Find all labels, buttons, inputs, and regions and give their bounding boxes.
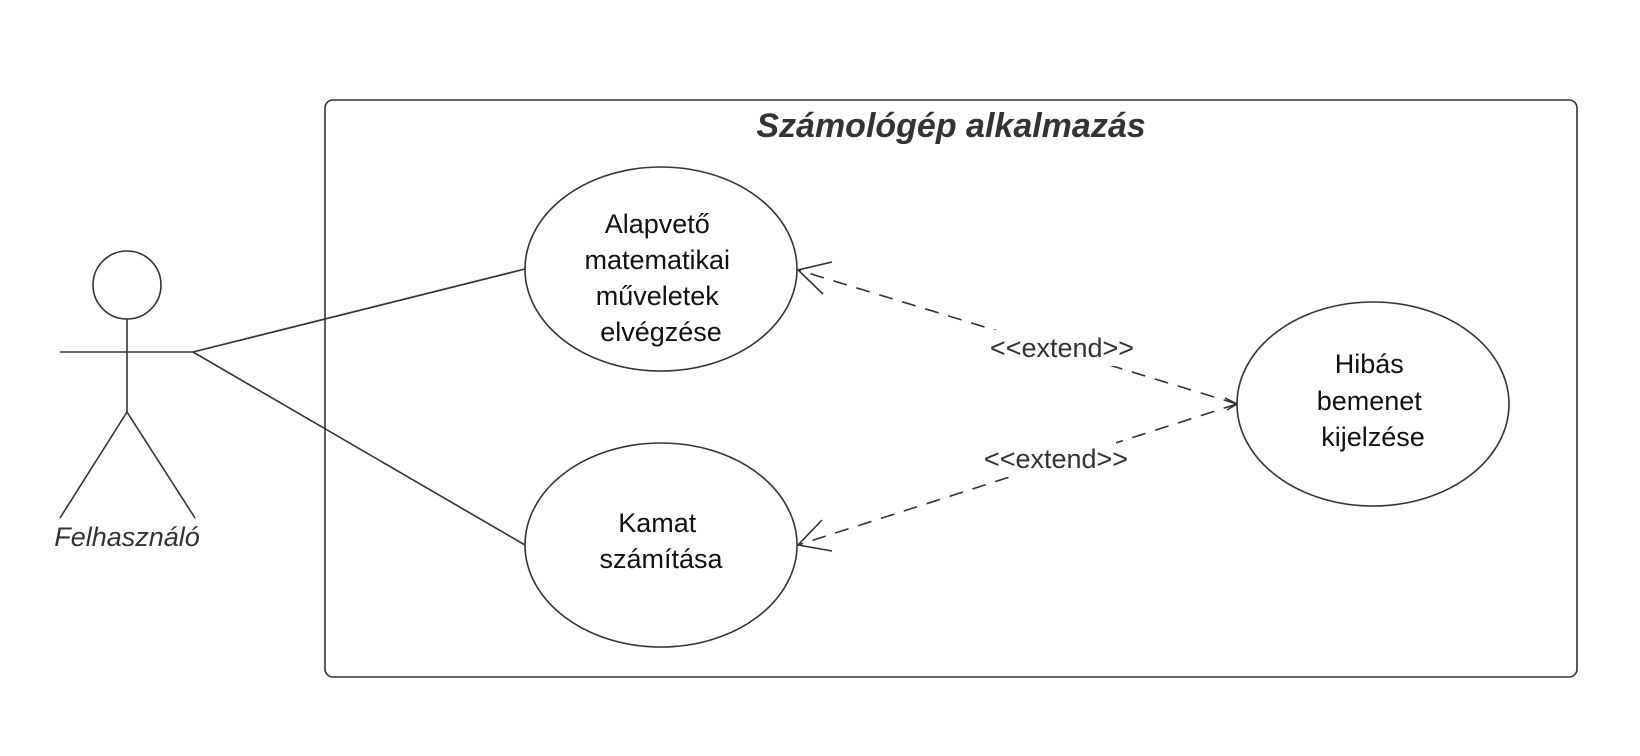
usecase-interest[interactable]: Kamat számítása [524,442,798,648]
actor-right-leg [126,411,196,519]
usecase-basic-math-ellipse [524,166,798,372]
usecase-invalid-input-label: Hibás bemenet kijelzése [1317,349,1430,452]
association-basic-math[interactable] [192,268,526,353]
extend-label-upper: <<extend>> [990,333,1134,363]
usecase-invalid-input-line-1: Hibás [1335,349,1404,379]
usecase-interest-label: Kamat számítása [599,508,723,574]
usecase-basic-math[interactable]: Alapvető matematikai műveletek elvégzése [524,166,798,372]
usecase-interest-line-2: számítása [599,544,723,574]
actor-left-leg [59,411,128,519]
extend-line-lower[interactable] [797,403,1238,546]
extend-label-bg-upper [985,330,1123,366]
usecase-invalid-input-line-3: kijelzése [1321,422,1425,452]
usecase-basic-math-line-2: matematikai [584,245,730,275]
association-interest[interactable] [192,351,526,546]
actor-user[interactable]: Felhasználó [54,250,200,552]
extend-label-bg-lower [978,441,1116,477]
usecase-invalid-input-ellipse [1236,301,1510,507]
actor-name: Felhasználó [54,522,200,552]
usecase-basic-math-line-3: műveletek [596,281,720,311]
extend-label-lower: <<extend>> [984,444,1128,474]
usecase-invalid-input[interactable]: Hibás bemenet kijelzése [1236,301,1510,507]
usecase-basic-math-line-1: Alapvető [605,209,710,239]
usecase-interest-ellipse [524,442,798,648]
extend-arrowhead-lower [796,519,833,552]
usecase-invalid-input-line-2: bemenet [1317,386,1423,416]
usecase-basic-math-label: Alapvető matematikai műveletek elvégzése [584,209,737,347]
usecase-interest-line-1: Kamat [618,508,697,538]
system-title: Számológép alkalmazás [756,107,1145,145]
actor-head [92,250,162,320]
extend-arrowhead-upper [796,261,833,295]
usecase-basic-math-line-4: elvégzése [600,317,722,347]
